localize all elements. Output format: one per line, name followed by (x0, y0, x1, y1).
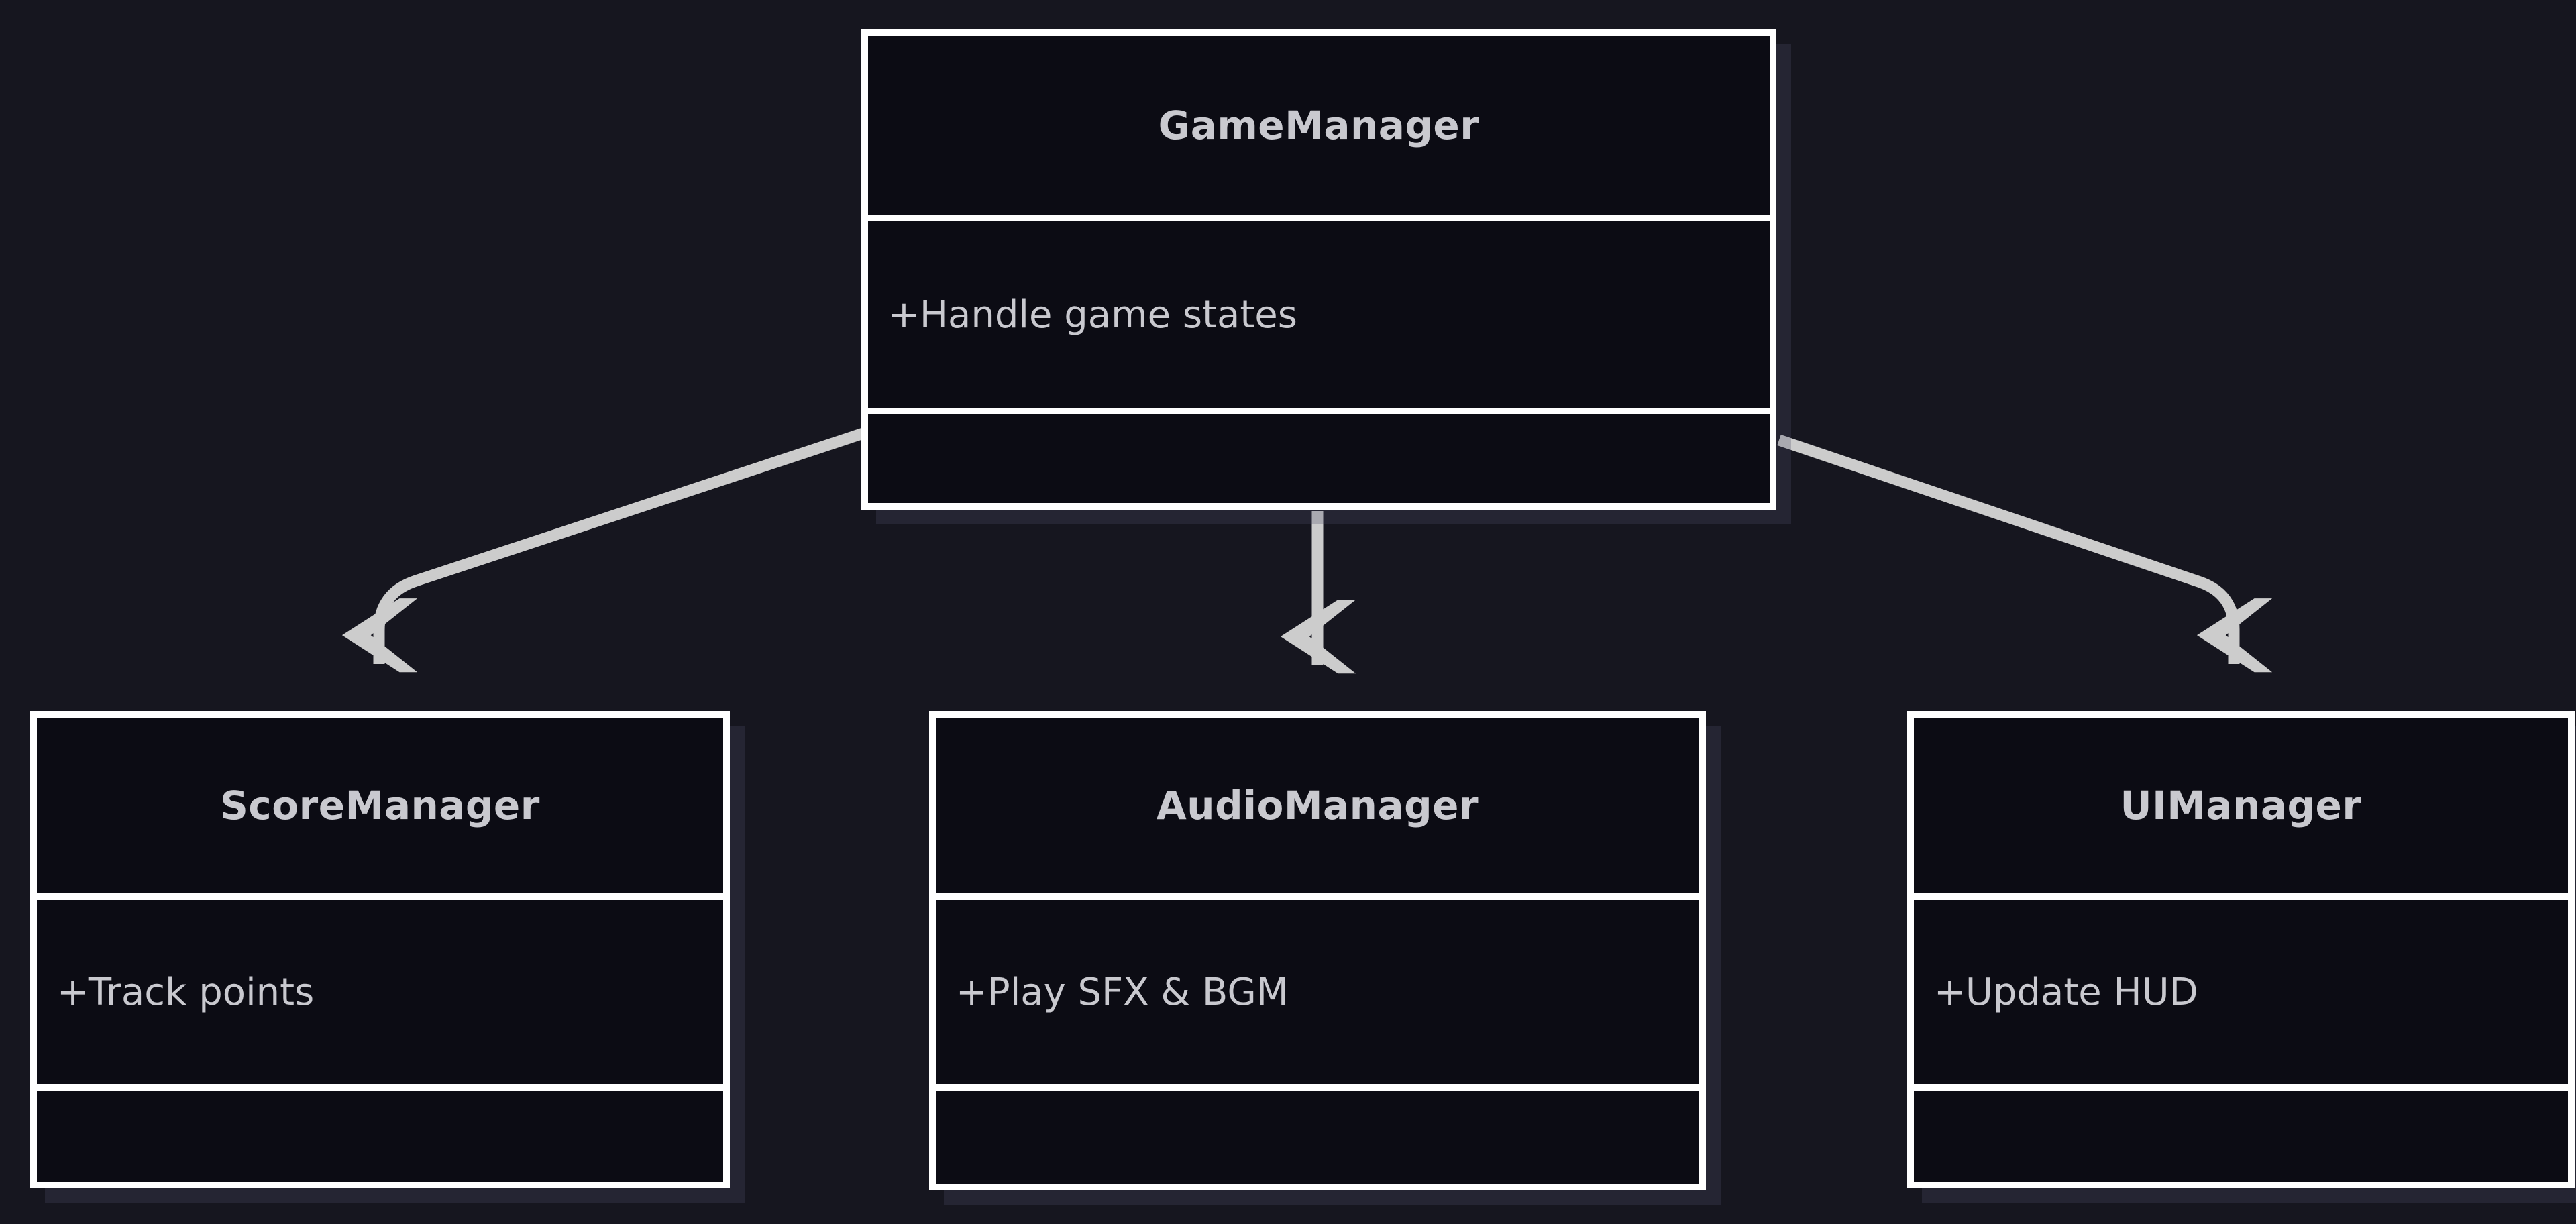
connector-gamemanager-to-uimanager (1777, 434, 2273, 673)
class-box-uimanager[interactable]: UIManager +Update HUD (1907, 711, 2575, 1188)
class-name-uimanager: UIManager (2120, 783, 2362, 828)
class-member-audiomanager-0: +Play SFX & BGM (956, 970, 1289, 1014)
class-title-row-scoremanager: ScoreManager (37, 718, 723, 893)
class-members-row-audiomanager: +Play SFX & BGM (936, 893, 1699, 1084)
class-box-gamemanager[interactable]: GameManager +Handle game states (861, 29, 1776, 510)
class-name-gamemanager: GameManager (1158, 102, 1480, 148)
class-footer-row-audiomanager (936, 1084, 1699, 1184)
class-member-gamemanager-0: +Handle game states (888, 292, 1297, 337)
class-box-scoremanager[interactable]: ScoreManager +Track points (30, 711, 730, 1188)
class-box-audiomanager[interactable]: AudioManager +Play SFX & BGM (929, 711, 1706, 1190)
class-member-scoremanager-0: +Track points (57, 970, 315, 1014)
class-name-scoremanager: ScoreManager (220, 783, 540, 828)
class-members-row-gamemanager: +Handle game states (868, 215, 1770, 408)
class-member-uimanager-0: +Update HUD (1934, 970, 2198, 1014)
class-name-audiomanager: AudioManager (1156, 783, 1479, 828)
connector-gamemanager-to-scoremanager (341, 427, 867, 673)
class-footer-row-uimanager (1914, 1084, 2568, 1182)
class-members-row-scoremanager: +Track points (37, 893, 723, 1084)
class-footer-row-scoremanager (37, 1084, 723, 1182)
class-title-row-gamemanager: GameManager (868, 36, 1770, 215)
class-footer-row-gamemanager (868, 408, 1770, 503)
class-members-row-uimanager: +Update HUD (1914, 893, 2568, 1084)
class-title-row-uimanager: UIManager (1914, 718, 2568, 893)
class-title-row-audiomanager: AudioManager (936, 718, 1699, 893)
